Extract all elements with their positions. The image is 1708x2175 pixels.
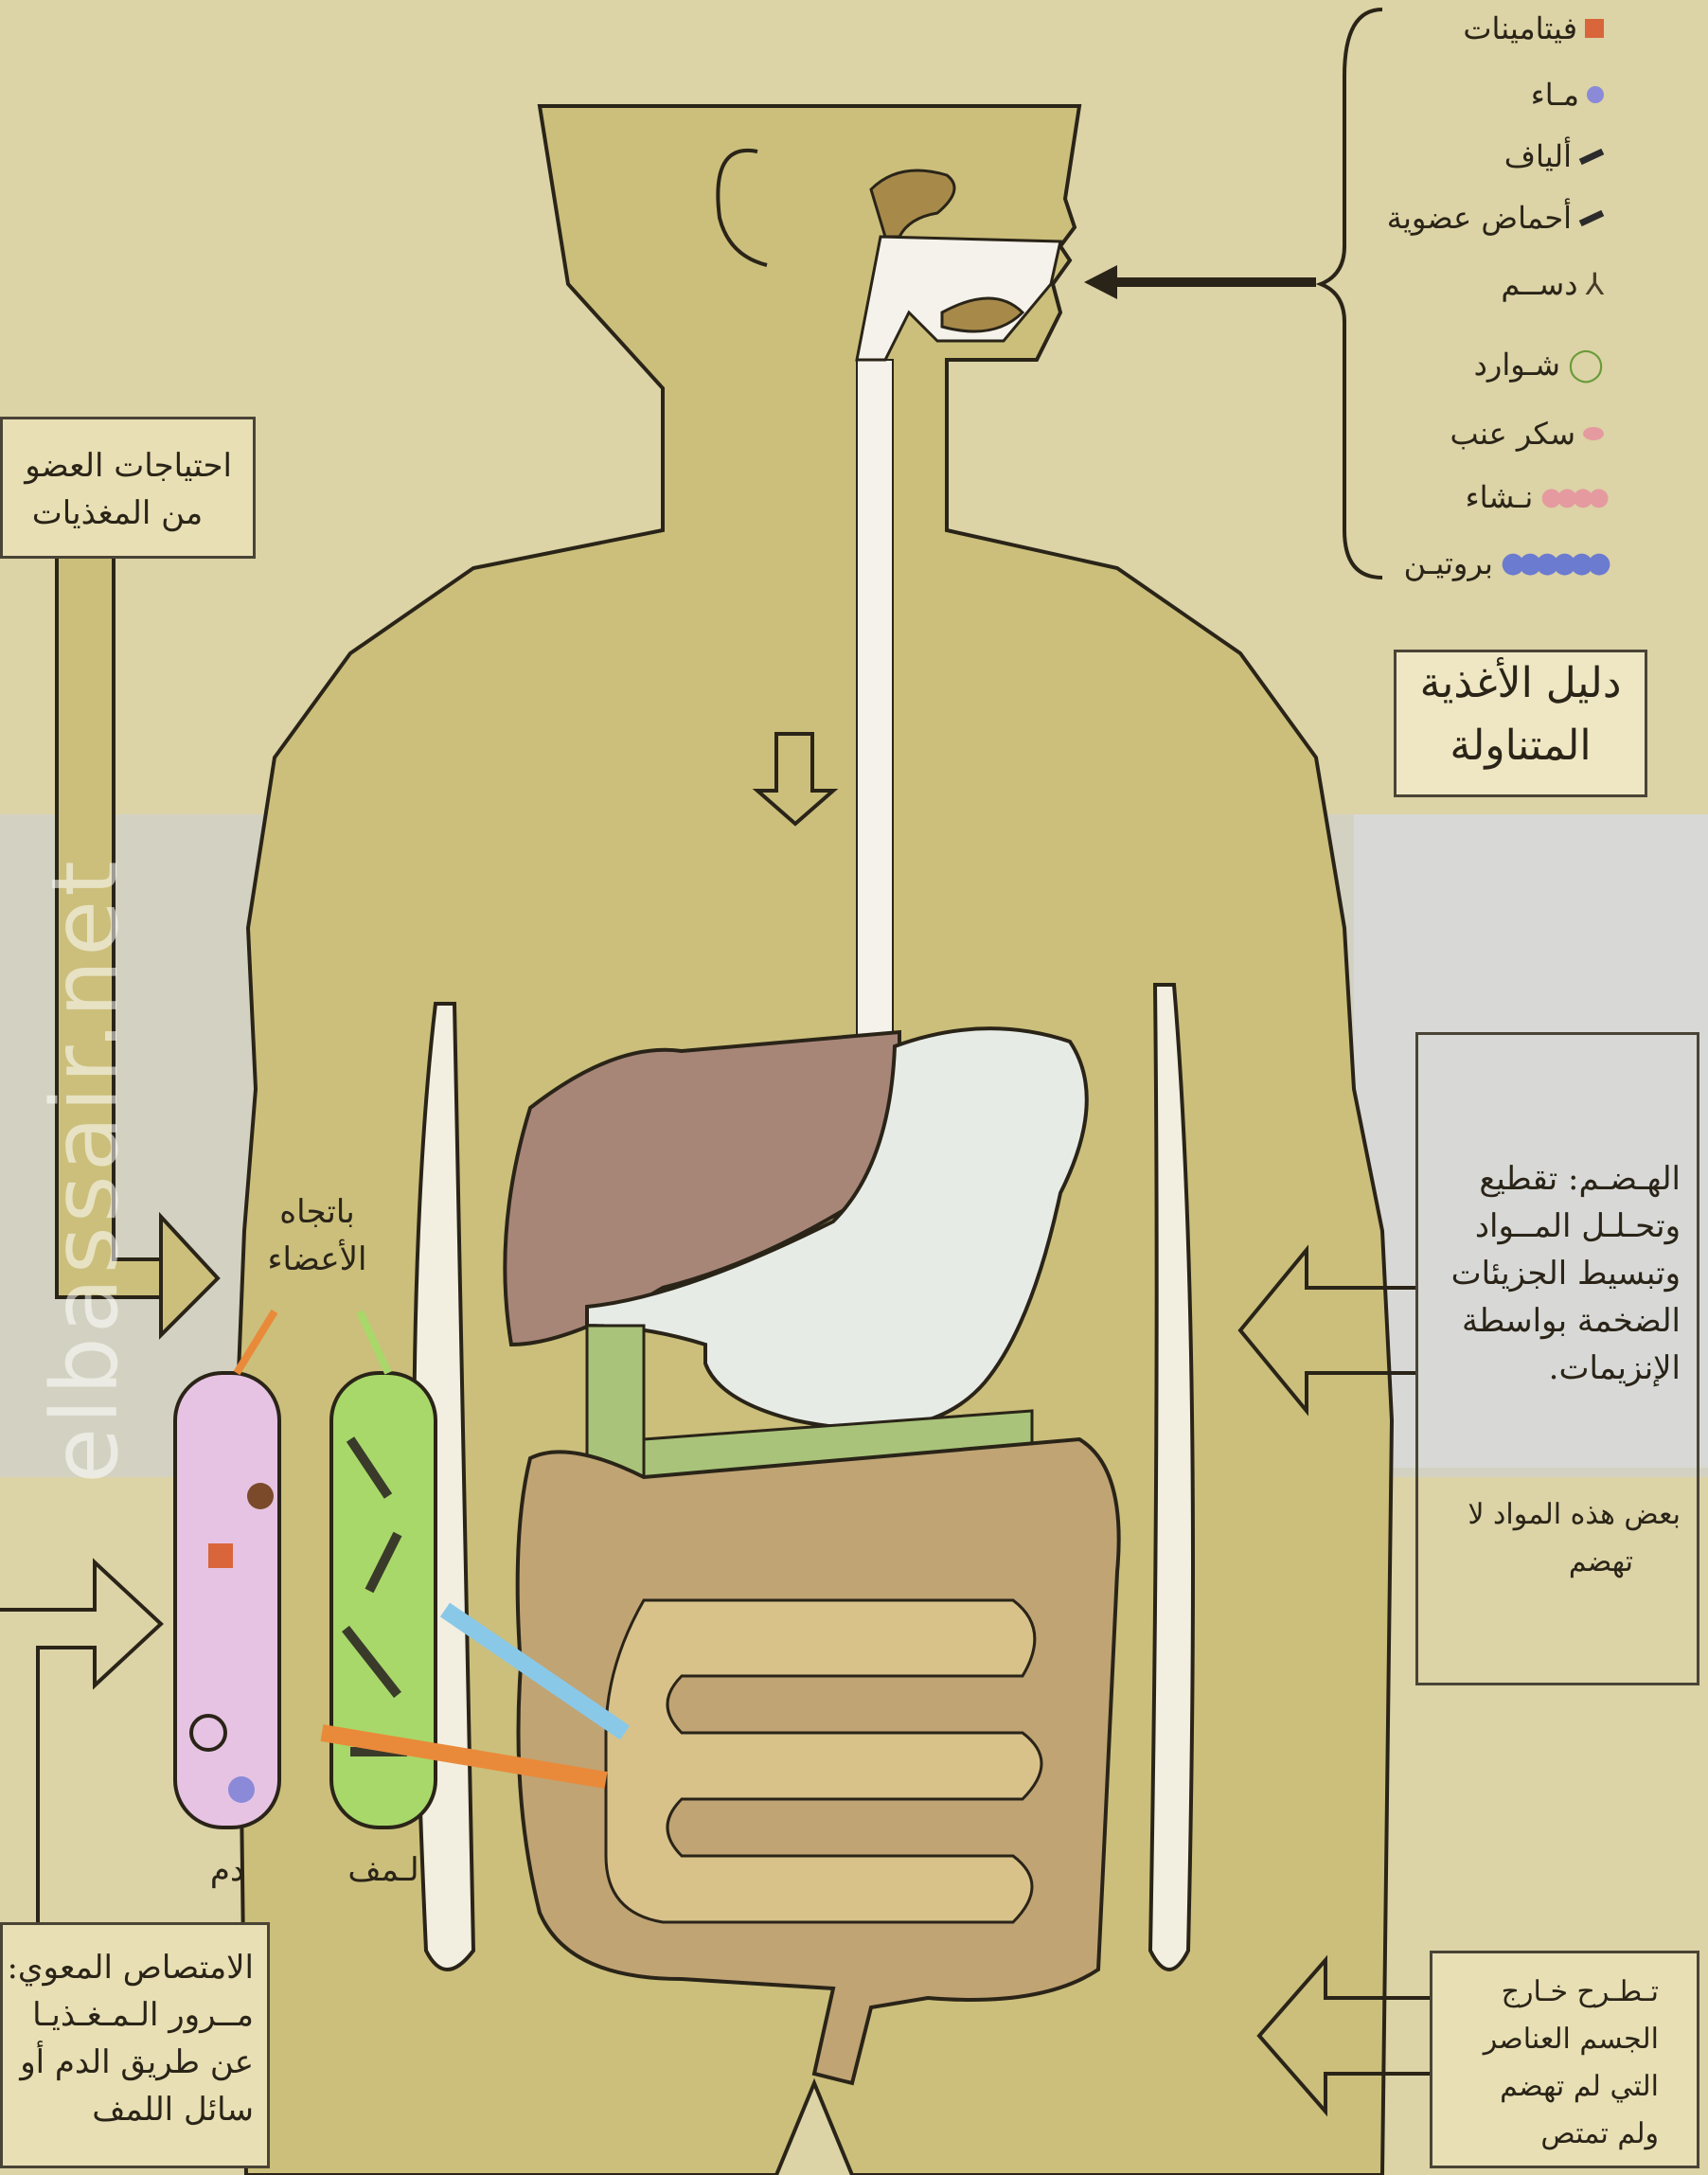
digestion-line: وتحـلـل المــواد <box>1425 1203 1681 1250</box>
digestion-line: الهـضـم: تقطيع <box>1425 1155 1681 1203</box>
legend-protein: ●●●●●● بروتيـن <box>1404 544 1604 582</box>
small-intestine <box>606 1600 1041 1922</box>
legend-starch: ●●●● نـشاء <box>1466 478 1604 516</box>
legend-label: شـوارد <box>1474 346 1560 383</box>
digestion-line: الإنزيمات. <box>1425 1345 1681 1392</box>
blood-particle-2 <box>208 1543 233 1568</box>
legend-label: نـشاء <box>1466 478 1534 516</box>
legend-label: دســم <box>1501 265 1577 303</box>
lymph-tube <box>331 1373 436 1827</box>
digestion-line: وتبسيط الجزيئات <box>1425 1250 1681 1297</box>
intake-arrow <box>1084 265 1316 299</box>
legend-glucose: سكر عنب <box>1450 415 1604 453</box>
blood-particle-1 <box>247 1483 274 1509</box>
esophagus <box>857 360 893 1042</box>
glucose-icon <box>1583 427 1604 440</box>
absorption-line: سائل اللمف <box>3 2086 254 2133</box>
absorption-line: عن طريق الدم أو <box>3 2039 254 2086</box>
fat-icon: ⅄ <box>1585 265 1604 303</box>
toward-organs-line1: باتجاه <box>256 1188 379 1236</box>
legend-label: مـاء <box>1531 76 1579 114</box>
digestion-line: الضخمة بواسطة <box>1425 1297 1681 1345</box>
undigested-text: بعض هذه المواد لا تهضم <box>1425 1491 1681 1586</box>
legend-title-line2: المتناولة <box>1397 715 1645 777</box>
excretion-line: تـطـرح خـارج <box>1432 1969 1659 2016</box>
undigested-line: تهضم <box>1425 1539 1681 1586</box>
toward-organs-label: باتجاه الأعضاء <box>256 1188 379 1283</box>
lymph-label: لـمف <box>327 1846 440 1894</box>
legend-water: مـاء <box>1531 76 1604 114</box>
digestion-text: الهـضـم: تقطيع وتحـلـل المــواد وتبسيط ا… <box>1425 1155 1681 1392</box>
absorption-box: الامتصاص المعوي: مــرور الـمـغـذيـا عن ط… <box>0 1922 270 2168</box>
excretion-line: التي لم تهضم <box>1432 2063 1659 2111</box>
legend-fat: ⅄ دســم <box>1501 265 1604 303</box>
legend-ions: ◯ شـوارد <box>1474 346 1604 383</box>
blood-particle-4 <box>228 1776 255 1803</box>
ions-icon: ◯ <box>1568 346 1604 383</box>
legend-label: سكر عنب <box>1450 415 1575 453</box>
watermark: elbassair.net <box>32 839 138 1502</box>
legend-label: ألياف <box>1504 137 1572 175</box>
legend-title: دليل الأغذية المتناولة <box>1394 650 1647 797</box>
legend-organic-acids: أحماض عضوية <box>1387 199 1604 237</box>
legend-vitamins: فيتامينات <box>1463 9 1604 47</box>
excretion-line: الجسم العناصر <box>1432 2016 1659 2063</box>
excretion-box: تـطـرح خـارج الجسم العناصر التي لم تهضم … <box>1430 1951 1699 2168</box>
legend-title-line1: دليل الأغذية <box>1397 652 1645 715</box>
organic-acid-icon <box>1579 209 1605 225</box>
starch-icon: ●●●● <box>1540 478 1604 516</box>
legend-label: فيتامينات <box>1463 9 1577 47</box>
toward-organs-line2: الأعضاء <box>256 1236 379 1283</box>
protein-icon: ●●●●●● <box>1501 544 1604 582</box>
absorption-line: الامتصاص المعوي: <box>3 1944 254 1991</box>
legend-label: أحماض عضوية <box>1387 199 1572 237</box>
undigested-line: بعض هذه المواد لا <box>1425 1491 1681 1539</box>
organ-needs-line1: احتياجات العضو <box>3 442 232 490</box>
legend-brace <box>1321 9 1382 578</box>
fiber-icon <box>1579 148 1605 164</box>
organ-needs-line2: من المغذيات <box>3 490 232 537</box>
blood-tube <box>175 1373 279 1827</box>
legend-label: بروتيـن <box>1404 544 1493 582</box>
blood-label: دم <box>199 1846 256 1894</box>
legend-fiber: ألياف <box>1504 137 1604 175</box>
water-icon <box>1587 86 1604 103</box>
left-bottom-connector <box>0 1562 161 1922</box>
absorption-line: مــرور الـمـغـذيـا <box>3 1991 254 2039</box>
organ-needs-box: احتياجات العضو من المغذيات <box>0 417 256 559</box>
excretion-line: ولم تمتص <box>1432 2111 1659 2158</box>
vitamin-icon <box>1585 19 1604 38</box>
